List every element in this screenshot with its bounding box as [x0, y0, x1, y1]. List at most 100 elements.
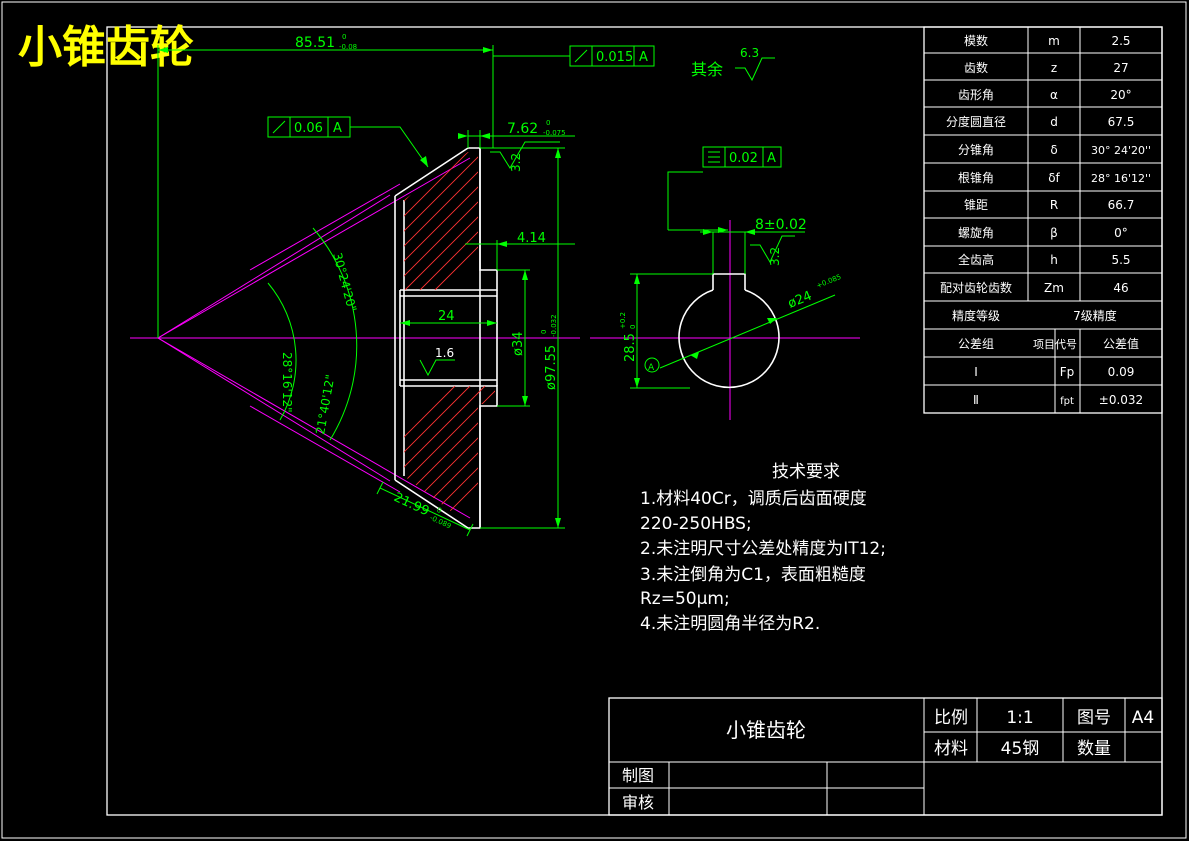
runout-2-value: 0.06 — [294, 121, 323, 136]
row-name: 配对齿轮齿数 — [940, 280, 1012, 295]
tol-row-code: Fp — [1060, 365, 1075, 379]
scale-value: 1:1 — [1006, 708, 1033, 728]
tol-row-val: ±0.032 — [1099, 393, 1143, 407]
title-block: 小锥齿轮 比例 1:1 图号 A4 材料 45钢 数量 制图 审核 — [608, 697, 1163, 816]
symmetry-frame: 0.02 A — [702, 146, 782, 168]
row-name: 齿数 — [964, 60, 988, 75]
dim-21-99-group: 21.99 0 -0.089 — [391, 490, 452, 530]
accuracy-value: 7级精度 — [1073, 308, 1117, 323]
runout-frame-2: 0.06 A — [267, 116, 351, 138]
symmetry-datum: A — [767, 151, 776, 166]
row-val: 20° — [1110, 88, 1131, 102]
row-sym: R — [1050, 198, 1058, 212]
checked-label: 审核 — [622, 793, 654, 812]
tech-requirements: 技术要求 1.材料40Cr，调质后齿面硬度 220-250HBS; 2.未注明尺… — [640, 462, 886, 634]
angle-28: 28°16'12" — [280, 352, 294, 413]
bore-group: ø24 +0.085 — [786, 273, 842, 312]
runout-1-datum: A — [639, 50, 648, 65]
dim-d97-55: ø97.55 — [544, 345, 559, 390]
row-sym: d — [1050, 115, 1058, 129]
accuracy-label: 精度等级 — [952, 308, 1000, 323]
dim-85-51-tol: -0.08 — [339, 43, 357, 51]
dimension-lines — [157, 45, 795, 537]
row-val: 46 — [1113, 281, 1128, 295]
row-name: 螺旋角 — [958, 226, 994, 240]
rough-3-2-b: 3.2 — [768, 247, 782, 266]
row-name: 齿形角 — [958, 88, 994, 102]
material-label: 材料 — [934, 739, 968, 759]
row-name: 模数 — [964, 33, 988, 48]
dim-7-62: 7.62 — [507, 121, 538, 137]
dim-7-62-tol-upper: 0 — [546, 119, 550, 127]
arrowheads — [158, 47, 561, 528]
row-val: 66.7 — [1108, 198, 1135, 212]
dim-24: 24 — [438, 309, 455, 324]
dim-7-62-tol: -0.075 — [543, 129, 566, 137]
row-sym: z — [1051, 61, 1057, 75]
datum-a-label: A — [648, 363, 655, 373]
dim-85-51: 85.51 — [295, 35, 335, 51]
dim-4-14: 4.14 — [517, 231, 546, 246]
keyway-depth-tol: +0.2 — [619, 312, 627, 329]
quantity-label: 数量 — [1077, 739, 1111, 759]
material-value: 45钢 — [1001, 739, 1040, 759]
keyway-depth: 28.5 — [623, 333, 638, 362]
drawing-no-label: 图号 — [1077, 708, 1111, 728]
tech-req-line: Rz=50μm; — [640, 589, 730, 609]
row-val: 5.5 — [1111, 253, 1130, 267]
row-val: 30° 24'20'' — [1091, 144, 1151, 157]
tech-req-line: 2.未注明尺寸公差处精度为IT12; — [640, 539, 886, 559]
runout-frame-1: 0.015 A — [569, 45, 655, 67]
tech-req-line: 220-250HBS; — [640, 514, 752, 534]
dim-d97-55-group: ø97.55 0 -0.032 — [540, 314, 559, 390]
row-val: 27 — [1113, 61, 1128, 75]
tech-req-line: 4.未注明圆角半径为R2. — [640, 614, 820, 634]
dim-85-51-tol-upper: 0 — [342, 33, 346, 41]
tol-header-code: 项目代号 — [1033, 338, 1077, 351]
tol-row-val: 0.09 — [1108, 365, 1135, 379]
row-sym: Zm — [1044, 281, 1064, 295]
row-val: 0° — [1114, 226, 1128, 240]
row-name: 锥距 — [964, 198, 988, 212]
row-sym: δ — [1050, 143, 1057, 157]
keyway-depth-group: 28.5 +0.2 0 — [619, 312, 638, 362]
tol-row-group: Ⅰ — [974, 365, 978, 379]
row-name: 分锥角 — [958, 143, 994, 157]
hub-arrowheads — [634, 227, 777, 388]
dim-d97-55-tol: -0.032 — [550, 314, 558, 337]
key-width: 8±0.02 — [755, 217, 807, 233]
symmetry-tol: 0.02 — [729, 151, 758, 166]
row-name: 分度圆直径 — [946, 114, 1006, 129]
row-sym: δf — [1048, 171, 1060, 185]
param-table: 模数 m 2.5 齿数 z 27 齿形角 α 20° 分度圆直径 d 67.5 … — [923, 26, 1163, 414]
angle-21-40: 21°40'12" — [313, 373, 337, 435]
dim-21-99-tol-upper: 0 — [435, 506, 442, 515]
runout-2-datum: A — [333, 121, 342, 136]
row-sym: β — [1050, 226, 1058, 240]
drawing-no-value: A4 — [1132, 708, 1154, 728]
tech-req-title: 技术要求 — [772, 462, 840, 482]
row-name: 根锥角 — [958, 171, 994, 185]
tol-header-group: 公差组 — [958, 337, 994, 351]
row-val: 2.5 — [1111, 34, 1130, 48]
row-name: 全齿高 — [958, 252, 994, 267]
rough-3-2-a: 3.2 — [509, 153, 523, 172]
scale-label: 比例 — [934, 708, 968, 728]
dim-d34: ø34 — [511, 332, 526, 357]
part-name: 小锥齿轮 — [726, 718, 806, 742]
dim-21-99: 21.99 — [391, 490, 431, 519]
angle-30: 30°24'20" — [330, 251, 359, 313]
tech-req-line: 1.材料40Cr，调质后齿面硬度 — [640, 489, 867, 509]
rest-label: 其余 — [691, 60, 723, 79]
row-val: 28° 16'12'' — [1091, 172, 1151, 185]
drawn-label: 制图 — [622, 766, 654, 785]
tol-row-code: fpt — [1060, 396, 1074, 407]
tol-row-group: Ⅱ — [973, 393, 979, 407]
inner-frame — [106, 26, 1163, 816]
centerlines — [130, 157, 860, 519]
tech-req-line: 3.未注倒角为C1，表面粗糙度 — [640, 565, 866, 585]
hub-section-view — [678, 273, 780, 389]
keyway-depth-tol-lower: 0 — [629, 325, 637, 329]
